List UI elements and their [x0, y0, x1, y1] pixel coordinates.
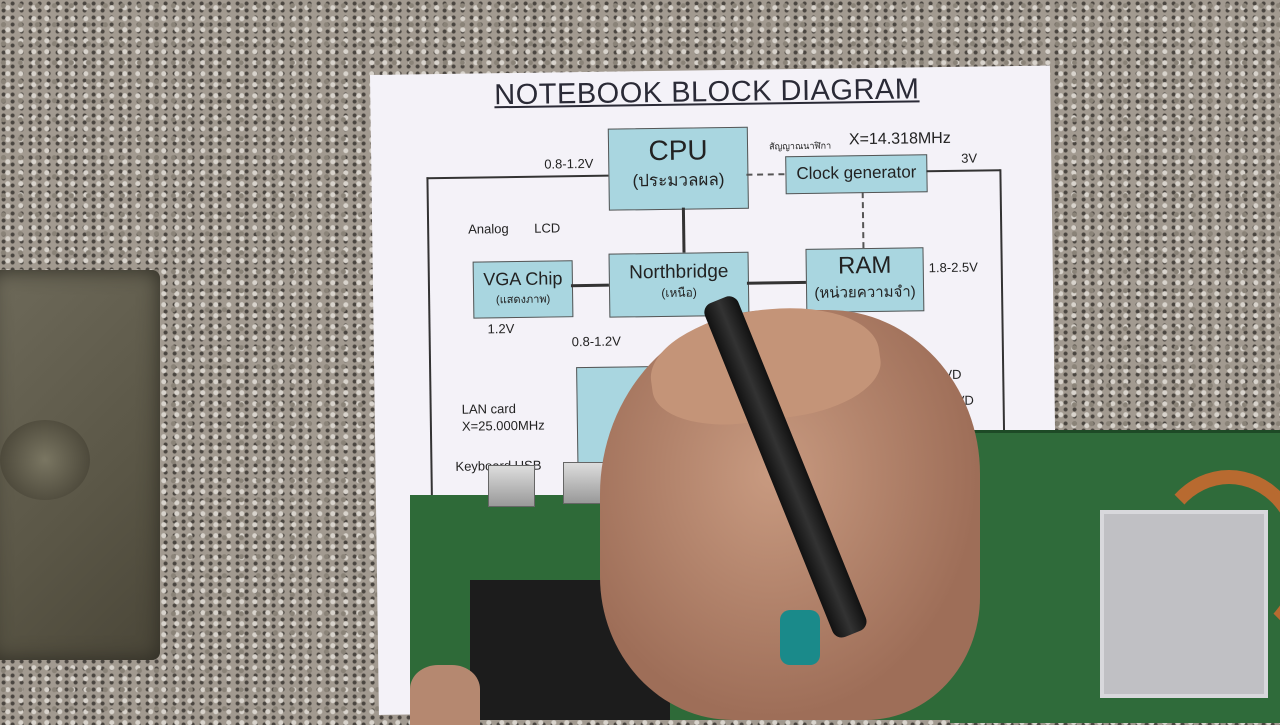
- vga-voltage: 1.2V: [487, 321, 515, 337]
- vga-thai: (แสดงภาพ): [495, 293, 551, 307]
- vga-out-analog: Analog: [468, 221, 509, 237]
- clock-to-ram-dashed: [861, 192, 865, 249]
- nb-ram-bus: [746, 280, 807, 285]
- cpu-box: CPU (ประมวลผล): [607, 126, 749, 211]
- diagram-title: NOTEBOOK BLOCK DIAGRAM: [494, 73, 920, 112]
- clock-frequency: X=14.318MHz: [848, 129, 951, 149]
- cpu-label: CPU: [648, 134, 708, 167]
- right-power-rail: [999, 169, 1006, 440]
- vga-label: VGA Chip: [483, 268, 563, 290]
- ram-thai: (หน่วยความจำ): [814, 283, 916, 302]
- ram-voltage: 1.8-2.5V: [928, 259, 979, 276]
- clock-voltage: 3V: [961, 150, 978, 166]
- clock-power-line: [926, 169, 1001, 173]
- clock-to-cpu-dashed: [746, 173, 785, 176]
- nb-voltage: 0.8-1.2V: [571, 333, 621, 350]
- metal-knob: [0, 420, 90, 500]
- vga-nb-bus: [570, 283, 609, 288]
- vga-chip-box: VGA Chip (แสดงภาพ): [472, 260, 574, 319]
- lan-card-label: LAN card: [461, 400, 516, 417]
- pen-cap: [780, 610, 820, 665]
- cpu-power-line: [426, 174, 609, 180]
- clock-label: Clock generator: [796, 162, 917, 184]
- thumb: [410, 665, 480, 725]
- ram-label: RAM: [837, 251, 892, 280]
- cpu-thai: (ประมวลผล): [632, 170, 725, 191]
- cpu-nb-bus: [681, 207, 686, 253]
- lan-frequency: X=25.000MHz: [461, 417, 545, 434]
- clock-generator-box: Clock generator: [785, 154, 928, 195]
- cpu-voltage: 0.8-1.2V: [544, 155, 594, 172]
- clock-thai-label: สัญญาณนาฬิกา: [768, 140, 832, 152]
- northbridge-label: Northbridge: [629, 261, 729, 284]
- vga-out-lcd: LCD: [534, 220, 561, 236]
- usb-port: [488, 465, 535, 507]
- ram-box: RAM (หน่วยความจำ): [805, 247, 925, 313]
